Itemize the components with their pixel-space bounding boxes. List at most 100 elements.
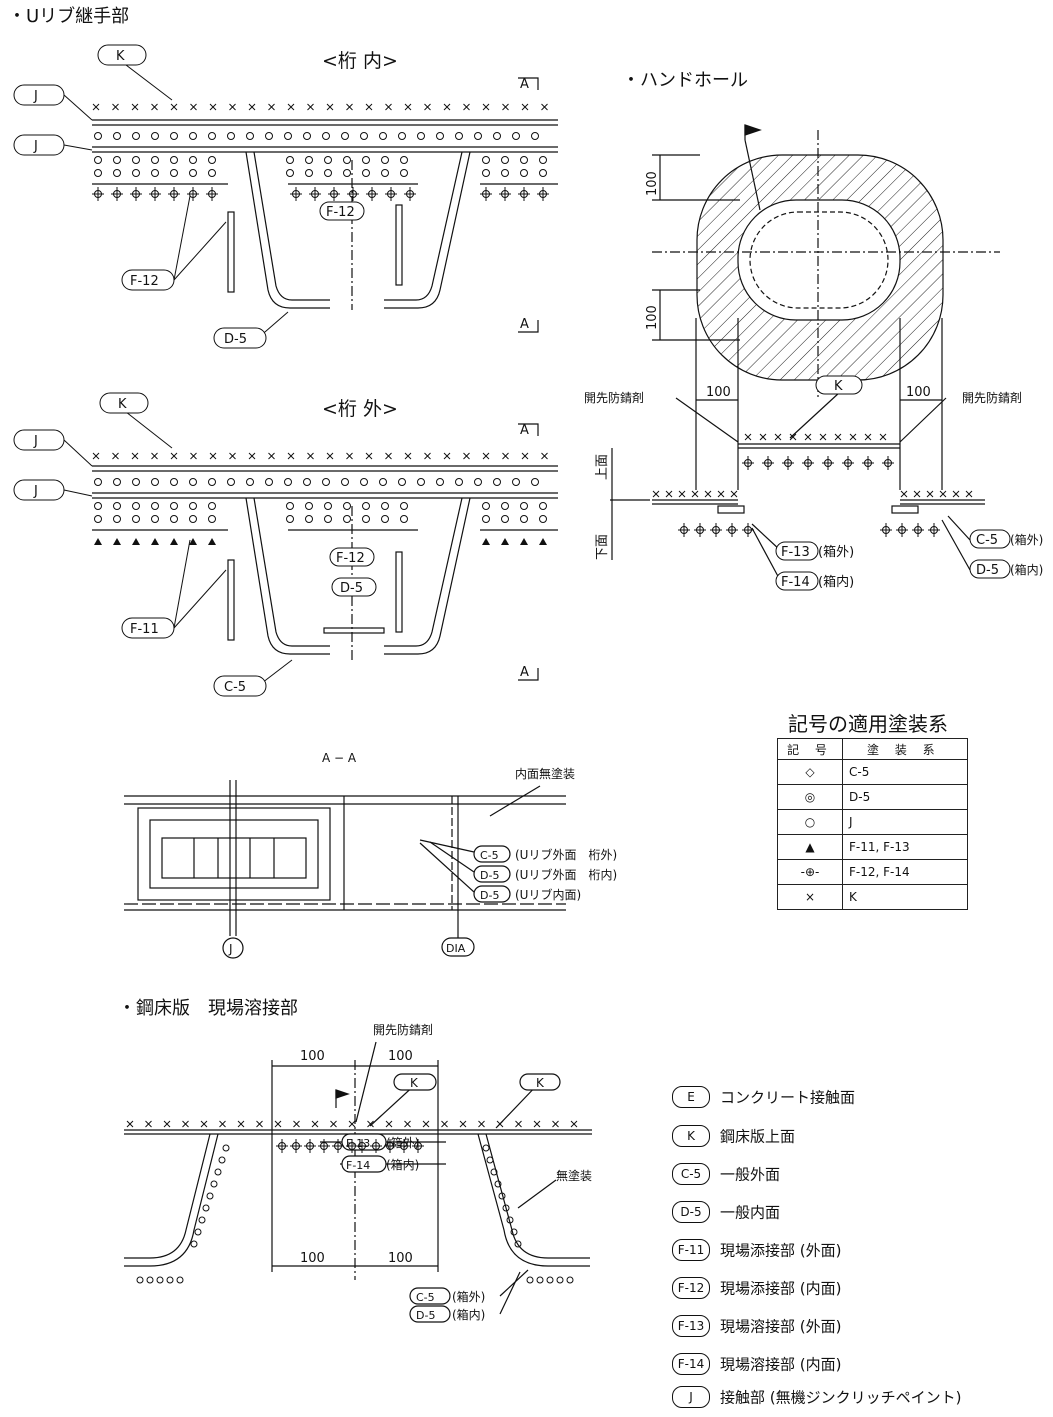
j-circle-mark: [482, 515, 490, 523]
k-cross-mark: [365, 452, 373, 460]
j-circle-mark: [417, 132, 425, 140]
k-cross-mark: [190, 452, 197, 460]
section-title-deck-weld: ・鋼床版 現場溶接部: [118, 998, 298, 1019]
bolt-mark: [742, 456, 754, 470]
k-cross-mark: [774, 433, 782, 441]
k-cross-mark: [190, 103, 197, 111]
bolt-mark: [762, 456, 774, 470]
callout-labels: K J J F-12 F-12 D-5 K J J F-12 D-5 F-11 …: [33, 49, 365, 695]
bolt-mark: [276, 1139, 288, 1153]
callout-k: K: [834, 379, 843, 394]
dimension-100: 100: [300, 1049, 325, 1064]
k-cross-mark: [348, 1120, 356, 1128]
k-cross-mark: [515, 1120, 522, 1128]
k-cross-mark: [385, 1120, 393, 1128]
k-cross-mark: [404, 103, 412, 111]
bolt-mark: [678, 523, 690, 537]
j-circle-mark: [208, 478, 216, 486]
j-circle-mark: [286, 169, 294, 177]
bolt-mark: [912, 523, 924, 537]
k-cross-mark: [834, 433, 842, 441]
k-cross-mark: [759, 433, 767, 441]
j-circle-mark: [265, 478, 273, 486]
j-circle-mark: [362, 169, 370, 177]
note-box-out: (箱外): [818, 544, 854, 560]
k-cross-mark: [112, 103, 119, 111]
bolt-mark: [928, 523, 940, 537]
k-cross-mark: [900, 490, 908, 498]
j-circle-mark: [341, 132, 349, 140]
j-circle-mark: [400, 169, 408, 177]
section-mark-a: A: [520, 665, 529, 680]
k-cross-mark: [330, 1120, 337, 1128]
bolt-mark: [412, 1139, 424, 1153]
d5-circle-mark: [202, 1204, 210, 1212]
j-circle-mark: [132, 502, 140, 510]
legend-col-system: 塗 装 系: [842, 738, 968, 760]
callout-j: J: [33, 434, 38, 449]
j-circle-mark: [94, 169, 102, 177]
j-circle-mark: [474, 478, 482, 486]
legend-system: C-5: [842, 759, 968, 785]
j-circle-mark: [324, 156, 332, 164]
j-circle-mark: [360, 478, 368, 486]
d5-circle-mark: [222, 1144, 230, 1152]
j-circle-mark: [362, 156, 370, 164]
j-circle-mark: [493, 478, 501, 486]
j-circle-mark: [208, 502, 216, 510]
k-cross-mark: [131, 452, 139, 460]
k-cross-mark: [126, 1120, 134, 1128]
legend-key-code: K: [672, 1125, 710, 1147]
bolt-mark: [187, 187, 199, 201]
j-circle-mark: [362, 515, 370, 523]
legend-key-label: 現場添接部 (外面): [720, 1241, 842, 1260]
j-circle-rows: [94, 132, 547, 177]
k-cross-mark: [248, 452, 256, 460]
k-cross-mark: [443, 103, 451, 111]
k-mark-row: [92, 103, 548, 111]
callout-f14: F-14: [781, 575, 810, 590]
j-circle-mark: [284, 132, 292, 140]
k-cross-mark: [367, 1120, 374, 1128]
j-circle-mark: [343, 515, 351, 523]
j-circle-mark: [132, 156, 140, 164]
bolt-mark: [328, 187, 340, 201]
d5-circle-mark: [490, 1168, 498, 1176]
legend-system: F-11, F-13: [842, 834, 968, 860]
k-cross-mark: [541, 452, 548, 460]
table-row: ◇C-5: [777, 759, 968, 785]
f11-triangle-mark: [208, 538, 216, 545]
k-cross-mark: [163, 1120, 171, 1128]
k-cross-mark: [502, 103, 509, 111]
k-cross-mark: [346, 452, 353, 460]
k-cross-mark: [145, 1120, 152, 1128]
k-cross-mark: [268, 103, 275, 111]
bolt-mark: [356, 1139, 368, 1153]
k-cross-mark: [248, 103, 256, 111]
k-cross-mark: [459, 1120, 467, 1128]
handhole-labels: K F-13 (箱外) F-14 (箱内) C-5 (箱外) D-5 (箱内) …: [584, 379, 1043, 590]
note-urib-outer-in: (Uリブ外面 桁内): [515, 867, 617, 882]
k-cross-mark: [209, 452, 217, 460]
d5-circle-mark: [166, 1276, 174, 1284]
legend-key-code: C-5: [672, 1163, 710, 1185]
k-cross-mark: [287, 452, 295, 460]
bolt-mark: [347, 187, 359, 201]
bolt-mark: [782, 456, 794, 470]
note-urib-outer-out: (Uリブ外面 桁外): [515, 847, 617, 862]
note-no-paint-inner: 内面無塗装: [515, 766, 575, 781]
callout-k: K: [410, 1076, 419, 1090]
j-circle-mark: [246, 478, 254, 486]
k-cross-mark: [463, 103, 470, 111]
k-cross-mark: [293, 1120, 300, 1128]
k-cross-mark: [441, 1120, 448, 1128]
bolt-mark: [880, 523, 892, 537]
k-cross-mark: [326, 452, 334, 460]
legend-symbol: ▲: [777, 834, 843, 860]
j-circle-mark: [286, 502, 294, 510]
f11-triangle-row: [94, 538, 547, 545]
j-circle-mark: [246, 132, 254, 140]
legend-key-label: 一般内面: [720, 1203, 781, 1222]
